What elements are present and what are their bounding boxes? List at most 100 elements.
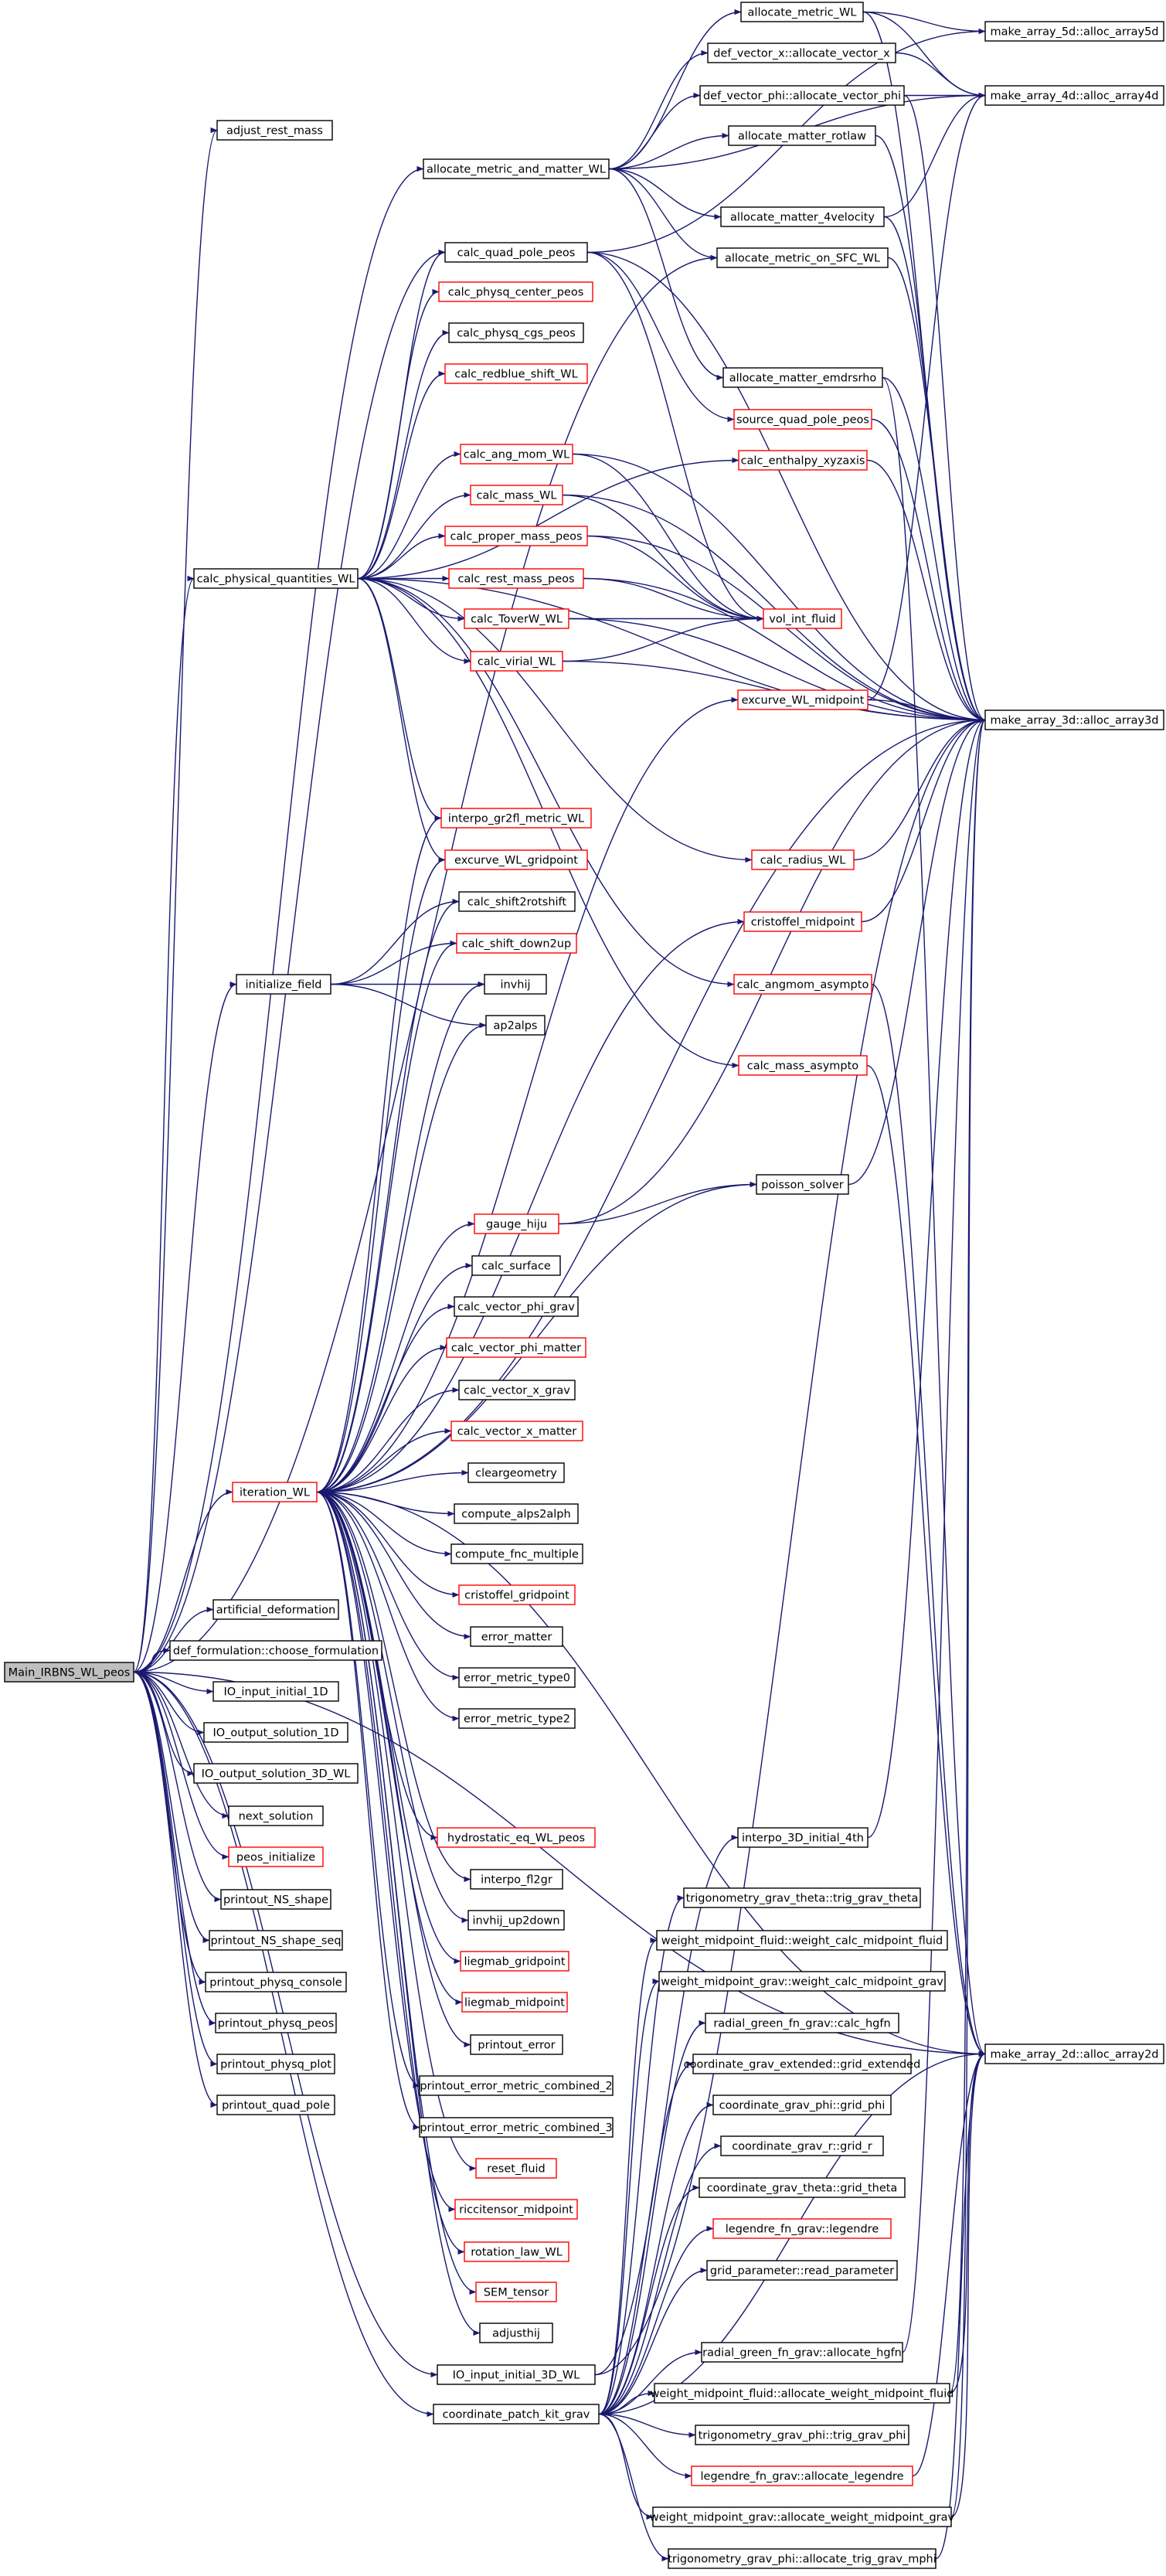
node-read_parameter[interactable]: grid_parameter::read_parameter xyxy=(706,2260,898,2281)
node-box[interactable] xyxy=(695,2425,909,2445)
node-invhij[interactable]: invhij xyxy=(484,974,547,995)
node-calc_radius_WL[interactable]: calc_radius_WL xyxy=(751,849,855,870)
node-compute_fnc_multiple[interactable]: compute_fnc_multiple xyxy=(450,1543,583,1564)
node-box[interactable] xyxy=(722,367,883,388)
node-IO_input_initial_3D_WL[interactable]: IO_input_initial_3D_WL xyxy=(437,2364,596,2385)
node-box[interactable] xyxy=(458,1380,576,1400)
node-box[interactable] xyxy=(446,1337,586,1358)
node-calc_surface[interactable]: calc_surface xyxy=(471,1255,561,1276)
node-box[interactable] xyxy=(460,444,573,464)
node-allocate_metric_on_SFC_WL[interactable]: allocate_metric_on_SFC_WL xyxy=(716,247,889,268)
node-box[interactable] xyxy=(450,1421,583,1441)
node-calc_vector_phi_matter[interactable]: calc_vector_phi_matter xyxy=(446,1337,586,1358)
node-gauge_hiju[interactable]: gauge_hiju xyxy=(474,1213,559,1234)
node-calc_physq_cgs_peos[interactable]: calc_physq_cgs_peos xyxy=(448,322,584,343)
node-calc_quad_pole_peos[interactable]: calc_quad_pole_peos xyxy=(444,242,588,263)
node-calc_virial_WL[interactable]: calc_virial_WL xyxy=(470,651,563,672)
node-calc_shift2rotshift[interactable]: calc_shift2rotshift xyxy=(458,891,576,912)
node-error_matter[interactable]: error_matter xyxy=(470,1626,563,1647)
node-main[interactable]: Main_IRBNS_WL_peos xyxy=(4,1662,134,1683)
node-box[interactable] xyxy=(433,2404,600,2425)
node-hydrostatic_eq_WL_peos[interactable]: hydrostatic_eq_WL_peos xyxy=(437,1827,596,1848)
node-box[interactable] xyxy=(699,85,905,106)
node-allocate_matter_rotlaw[interactable]: allocate_matter_rotlaw xyxy=(728,125,876,146)
node-allocate_hgfn[interactable]: radial_green_fn_grav::allocate_hgfn xyxy=(701,2342,903,2363)
node-IO_input_initial_1D[interactable]: IO_input_initial_1D xyxy=(212,1681,339,1702)
node-box[interactable] xyxy=(456,933,577,954)
node-box[interactable] xyxy=(4,1662,134,1683)
node-peos_initialize[interactable]: peos_initialize xyxy=(228,1846,324,1867)
node-error_metric_type2[interactable]: error_metric_type2 xyxy=(458,1708,576,1729)
node-box[interactable] xyxy=(984,2043,1164,2064)
node-grid_extended[interactable]: coordinate_grav_extended::grid_extended xyxy=(684,2054,921,2074)
node-box[interactable] xyxy=(716,247,889,268)
node-box[interactable] xyxy=(658,1971,946,1992)
node-box[interactable] xyxy=(485,1015,546,1036)
node-box[interactable] xyxy=(440,808,592,829)
node-box[interactable] xyxy=(470,485,563,505)
node-box[interactable] xyxy=(692,2054,912,2074)
node-calc_ToverW_WL[interactable]: calc_ToverW_WL xyxy=(464,608,569,629)
node-make_array_2d[interactable]: make_array_2d::alloc_array2d xyxy=(984,2043,1164,2064)
node-allocate_weight_midpoint_grav[interactable]: weight_midpoint_grav::allocate_weight_mi… xyxy=(650,2506,955,2527)
node-box[interactable] xyxy=(720,2135,884,2156)
node-box[interactable] xyxy=(470,651,563,672)
node-box[interactable] xyxy=(444,242,588,263)
node-box[interactable] xyxy=(450,1543,583,1564)
node-box[interactable] xyxy=(654,2383,950,2404)
node-reset_fluid[interactable]: reset_fluid xyxy=(475,2158,557,2179)
node-trig_grav_theta[interactable]: trigonometry_grav_theta::trig_grav_theta xyxy=(683,1887,921,1908)
node-next_solution[interactable]: next_solution xyxy=(228,1805,324,1826)
node-box[interactable] xyxy=(458,891,576,912)
node-box[interactable] xyxy=(419,2075,614,2096)
node-box[interactable] xyxy=(216,2094,335,2115)
node-calc_ang_mom_WL[interactable]: calc_ang_mom_WL xyxy=(460,444,573,464)
node-box[interactable] xyxy=(448,568,584,589)
node-printout_physq_console[interactable]: printout_physq_console xyxy=(205,1972,347,1992)
node-riccitensor_midpoint[interactable]: riccitensor_midpoint xyxy=(454,2199,578,2220)
node-def_vector_phi[interactable]: def_vector_phi::allocate_vector_phi xyxy=(699,85,905,106)
node-box[interactable] xyxy=(203,1722,348,1743)
node-printout_error[interactable]: printout_error xyxy=(470,2034,563,2055)
node-box[interactable] xyxy=(737,1827,869,1848)
node-cleargeometry[interactable]: cleargeometry xyxy=(467,1462,565,1483)
node-liegmab_midpoint[interactable]: liegmab_midpoint xyxy=(461,1992,568,2013)
node-box[interactable] xyxy=(458,1584,576,1605)
node-box[interactable] xyxy=(707,43,896,63)
node-make_array_5d[interactable]: make_array_5d::alloc_array5d xyxy=(984,21,1164,42)
node-box[interactable] xyxy=(458,1708,576,1729)
node-box[interactable] xyxy=(756,1174,849,1195)
node-box[interactable] xyxy=(437,1827,596,1848)
node-initialize_field[interactable]: initialize_field xyxy=(236,974,331,995)
node-calc_vector_x_matter[interactable]: calc_vector_x_matter xyxy=(450,1421,583,1441)
node-box[interactable] xyxy=(743,911,862,932)
node-excurve_WL_gridpoint[interactable]: excurve_WL_gridpoint xyxy=(444,849,588,870)
node-box[interactable] xyxy=(464,608,569,629)
node-box[interactable] xyxy=(220,1889,331,1910)
node-box[interactable] xyxy=(458,1667,576,1688)
node-box[interactable] xyxy=(216,2054,335,2074)
node-box[interactable] xyxy=(701,2342,903,2363)
node-cristoffel_gridpoint[interactable]: cristoffel_gridpoint xyxy=(458,1584,576,1605)
node-box[interactable] xyxy=(228,1805,324,1826)
node-box[interactable] xyxy=(169,1640,382,1661)
node-grid_theta[interactable]: coordinate_grav_theta::grid_theta xyxy=(699,2177,906,2198)
node-box[interactable] xyxy=(419,2117,614,2138)
node-box[interactable] xyxy=(683,1887,921,1908)
node-poisson_solver[interactable]: poisson_solver xyxy=(756,1174,849,1195)
node-calc_vector_phi_grav[interactable]: calc_vector_phi_grav xyxy=(454,1296,579,1317)
node-box[interactable] xyxy=(691,2465,913,2486)
node-box[interactable] xyxy=(652,2506,952,2527)
node-rotation_law_WL[interactable]: rotation_law_WL xyxy=(464,2241,569,2262)
node-calc_redblue_shift_WL[interactable]: calc_redblue_shift_WL xyxy=(444,363,588,384)
node-box[interactable] xyxy=(228,1846,324,1867)
node-box[interactable] xyxy=(193,568,359,589)
node-box[interactable] xyxy=(193,1763,359,1784)
node-box[interactable] xyxy=(209,1930,343,1951)
node-box[interactable] xyxy=(738,450,868,471)
node-box[interactable] xyxy=(212,1599,339,1620)
node-allocate_matter_emdrsrho[interactable]: allocate_matter_emdrsrho xyxy=(722,367,883,388)
node-box[interactable] xyxy=(232,1482,318,1502)
node-box[interactable] xyxy=(475,2282,557,2302)
node-box[interactable] xyxy=(984,85,1164,106)
